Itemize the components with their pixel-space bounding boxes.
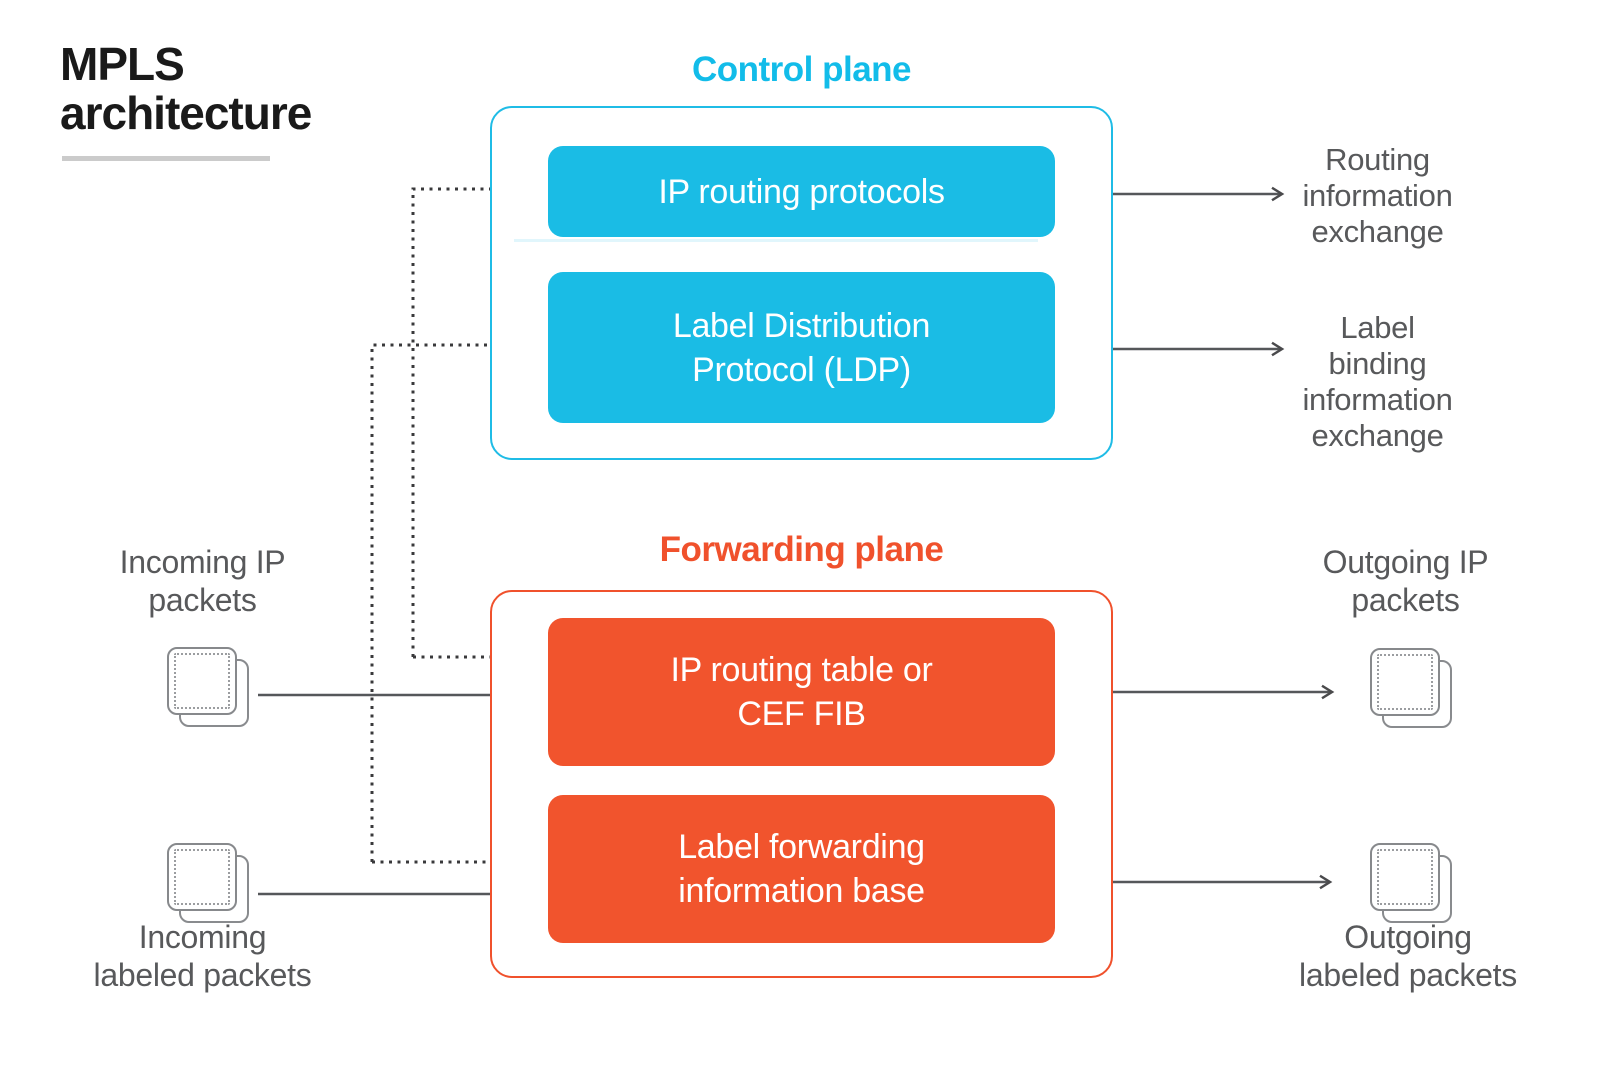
packet-stack-icon [1370,648,1452,728]
routing-information-exchange-label: Routing information exchange [1302,142,1453,249]
incoming-labeled-packets-label: Incoming labeled packets [93,919,312,993]
forwarding-plane-heading: Forwarding plane [659,530,944,569]
title-underline [62,156,270,161]
incoming-ip-packets-label: Incoming IP packets [119,544,286,618]
control-box-divider [514,239,1038,242]
dotted-connector-ip-routing [411,181,530,665]
label-distribution-protocol-box: Label Distribution Protocol (LDP) [548,272,1055,423]
label-forwarding-base-box: Label forwarding information base [548,795,1055,943]
control-plane-heading: Control plane [691,50,912,89]
packet-stack-icon [167,843,249,923]
packet-stack-icon [1370,843,1452,923]
dotted-connector-label-binding [370,337,533,870]
outgoing-ip-packets-label: Outgoing IP packets [1322,544,1489,618]
ip-routing-protocols-box: IP routing protocols [548,146,1055,237]
label-binding-information-exchange-label: Label binding information exchange [1302,310,1453,453]
outgoing-labeled-packets-label: Outgoing labeled packets [1299,919,1517,993]
ip-routing-table-box: IP routing table or CEF FIB [548,618,1055,766]
packet-stack-icon [167,647,249,727]
page-title: MPLS architecture [60,38,312,139]
